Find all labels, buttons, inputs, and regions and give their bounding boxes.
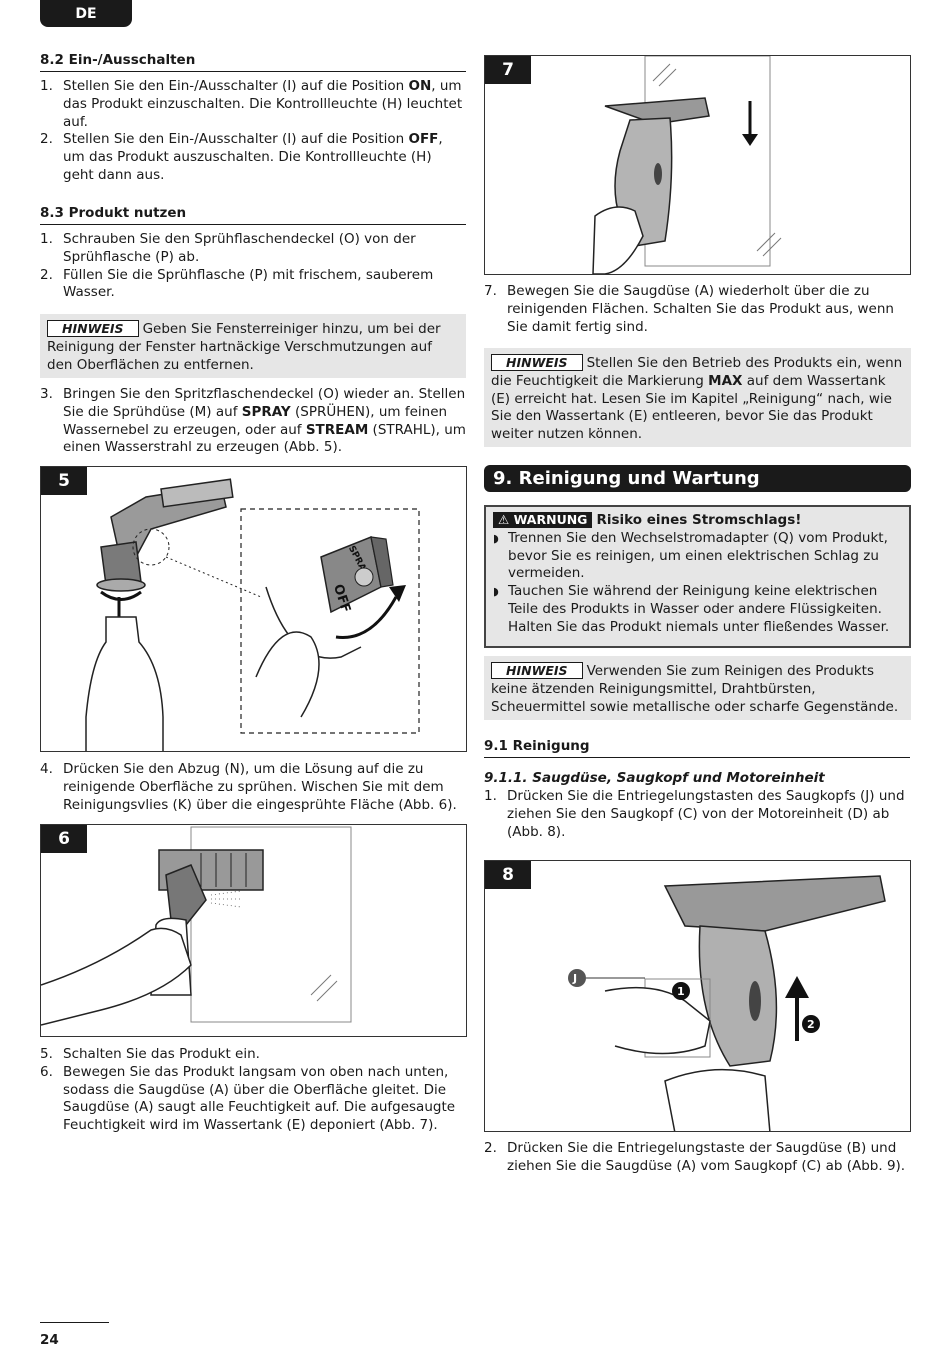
vacuuming-window-illustration [592, 56, 782, 274]
page-number: 24 [40, 1332, 59, 1348]
hinweis-tag: HINWEIS [491, 662, 583, 679]
list-item: 4.Drücken Sie den Abzug (N), um die Lösu… [40, 761, 457, 813]
section-8-3-list-items-5-6: 5.Schalten Sie das Produkt ein. 6.Bewege… [40, 1046, 466, 1135]
language-label: DE [75, 5, 97, 22]
list-item: 3.Bringen Sie den Spritzflaschendeckel (… [40, 386, 466, 456]
warning-list: ◗Trennen Sie den Wechselstromadapter (Q)… [493, 530, 902, 637]
list-item: 2.Drücken Sie die Entriegelungstaste der… [484, 1140, 906, 1174]
section-9-1-1-list: 1.Drücken Sie die Entriegelungstasten de… [484, 788, 910, 841]
section-8-3-list: 1.Schrauben Sie den Sprühflaschendeckel … [40, 231, 466, 302]
warning-tag: ⚠ WARNUNG [493, 512, 593, 528]
section-8-3-list-item4: 4.Drücken Sie den Abzug (N), um die Lösu… [40, 761, 466, 814]
hinweis-tag: HINWEIS [47, 320, 139, 337]
list-item: 7.Bewegen Sie die Saugdüse (A) wiederhol… [484, 283, 894, 335]
list-item: 6.Bewegen Sie das Produkt langsam von ob… [40, 1063, 456, 1134]
figure-number: 8 [485, 861, 531, 889]
removing-suction-head-illustration: J 1 2 [568, 875, 886, 1131]
warning-triangle-icon: ⚠ [498, 512, 510, 527]
list-item: 1.Stellen Sie den Ein-/Ausschalter (I) a… [40, 78, 463, 130]
language-tab: DE [40, 0, 132, 27]
list-item: 2.Stellen Sie den Ein-/Ausschalter (I) a… [40, 131, 443, 183]
section-8-3-list-cont: 3.Bringen Sie den Spritzflaschendeckel (… [40, 386, 466, 457]
callout-j-circle [568, 969, 586, 987]
step-1-circle [672, 982, 690, 1000]
step-2-label: 2 [807, 1018, 815, 1031]
list-item: 2.Füllen Sie die Sprühflasche (P) mit fr… [40, 266, 434, 301]
list-item: ◗Tauchen Sie während der Reinigung keine… [493, 583, 890, 635]
spraying-window-illustration [41, 826, 352, 1026]
list-item: 5.Schalten Sie das Produkt ein. [40, 1046, 260, 1062]
list-item: 1.Drücken Sie die Entriegelungstasten de… [484, 788, 905, 840]
bullet-icon: ◗ [493, 531, 499, 545]
warning-title: Risiko eines Stromschlags! [596, 512, 802, 528]
figure-5: 5 OFF SPRAY [40, 466, 467, 752]
list-item: ◗Trennen Sie den Wechselstromadapter (Q)… [493, 529, 888, 582]
figure-8: 8 J 1 2 [484, 860, 911, 1132]
section-9-1-1-title: 9.1.1. Saugdüse, Saugkopf und Motoreinhe… [484, 770, 825, 786]
section-8-2-list: 1.Stellen Sie den Ein-/Ausschalter (I) a… [40, 78, 466, 185]
section-9-1-1-list-item2: 2.Drücken Sie die Entriegelungstaste der… [484, 1140, 910, 1176]
figure-number: 7 [485, 56, 531, 84]
item-7-list: 7.Bewegen Sie die Saugdüse (A) wiederhol… [484, 283, 910, 336]
figure-6: 6 [40, 824, 467, 1037]
footer-rule [40, 1322, 109, 1323]
step-2-circle [802, 1015, 820, 1033]
chapter-9-title: 9. Reinigung und Wartung [484, 465, 911, 492]
section-8-3-title: 8.3 Produkt nutzen [40, 205, 466, 225]
section-9-1-title: 9.1 Reinigung [484, 738, 910, 758]
callout-j: J [572, 972, 577, 985]
figure-number: 5 [41, 467, 87, 495]
step-1-label: 1 [677, 985, 685, 998]
hinweis-tag: HINWEIS [491, 354, 583, 371]
figure-number: 6 [41, 825, 87, 853]
bullet-icon: ◗ [493, 585, 499, 599]
figure-7: 7 [484, 55, 911, 275]
section-8-2-title: 8.2 Ein-/Ausschalten [40, 52, 466, 72]
list-item: 1.Schrauben Sie den Sprühflaschendeckel … [40, 231, 416, 265]
spray-bottle-illustration: OFF SPRAY [85, 478, 420, 751]
